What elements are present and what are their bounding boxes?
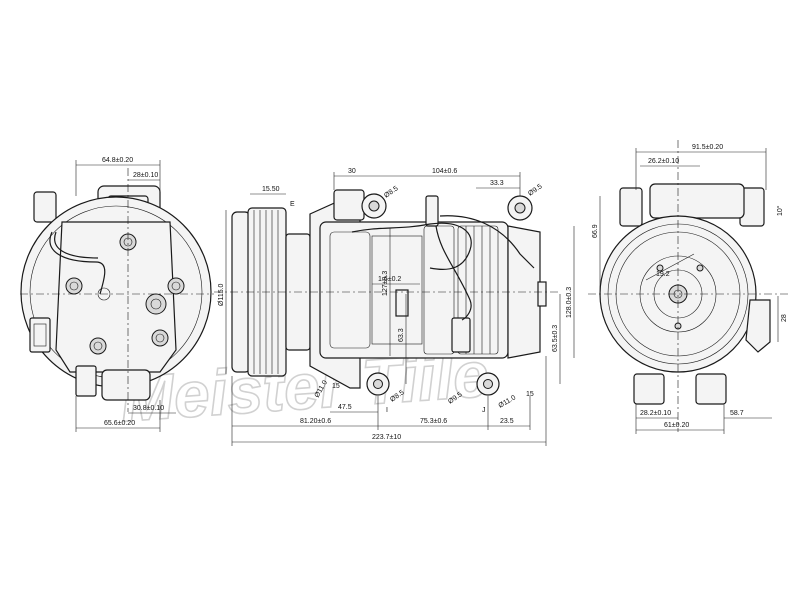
dim-right-63-5: 63.5±0.3	[552, 325, 559, 352]
dim-top-30: 30	[348, 168, 356, 175]
left-view	[20, 168, 214, 412]
dim-top-33-3: 33.3	[490, 180, 504, 187]
dim-top-hole-b: Ø9.5	[527, 183, 544, 197]
dim-rv-61: 61±0.20	[664, 422, 689, 429]
dim-left-width: 64.8±0.20	[102, 157, 133, 164]
dim-rv-28-2: 28.2±0.10	[640, 410, 671, 417]
dim-bot-223-7: 223.7±10	[372, 434, 401, 441]
dim-bot-i: I	[386, 407, 388, 414]
left-view-dimensions: 64.8±0.20 28±0.10 30.8±0.10 65.6±0.20	[75, 157, 176, 432]
dim-mid-127: 127±0.3	[382, 271, 389, 296]
dim-pulley-15-50: 15.50	[262, 186, 280, 193]
dim-bot-81-20: 81.20±0.6	[300, 418, 331, 425]
dim-mid-63: 63.3	[398, 328, 405, 342]
dim-bot-11-b: Ø11.0	[498, 394, 518, 409]
dim-left-30-8: 30.8±0.10	[133, 405, 164, 412]
dim-rv-10-deg: 10°	[776, 205, 784, 216]
dim-bot-47-5: 47.5	[338, 404, 352, 411]
right-view-dimensions: 91.5±0.20 26.2±0.10 66.9 19.2 10° 28 28.…	[592, 144, 788, 434]
dim-pulley-e: E	[290, 201, 295, 208]
dim-top-104: 104±0.6	[432, 168, 457, 175]
dim-rv-58-7: 58.7	[730, 410, 744, 417]
dim-rv-66-9: 66.9	[592, 224, 599, 238]
dim-rv-26-2: 26.2±0.10	[648, 158, 679, 165]
dim-rv-19-2: 19.2	[656, 271, 670, 278]
dim-left-28: 28±0.10	[133, 172, 158, 179]
dim-rv-28: 28	[781, 314, 788, 322]
dim-bot-15-a: 15	[332, 383, 340, 390]
dim-bot-23-5: 23.5	[500, 418, 514, 425]
dim-bot-j: J	[482, 407, 486, 414]
dim-top-hole-a: Ø8.5	[383, 185, 400, 199]
dim-bot-75-3: 75.3±0.6	[420, 418, 447, 425]
right-view	[588, 140, 788, 432]
dim-right-128: 128.0±0.3	[566, 287, 573, 318]
dim-rv-91-5: 91.5±0.20	[692, 144, 723, 151]
dim-bot-15-b: 15	[526, 391, 534, 398]
side-view-dimensions: 15.50 E Ø115.0 30 104±0.6 33.3 Ø8.5 Ø9.5…	[218, 168, 575, 446]
side-view	[214, 189, 560, 396]
dim-pulley-diameter: Ø115.0	[218, 283, 225, 306]
dim-left-65-6: 65.6±0.20	[104, 420, 135, 427]
